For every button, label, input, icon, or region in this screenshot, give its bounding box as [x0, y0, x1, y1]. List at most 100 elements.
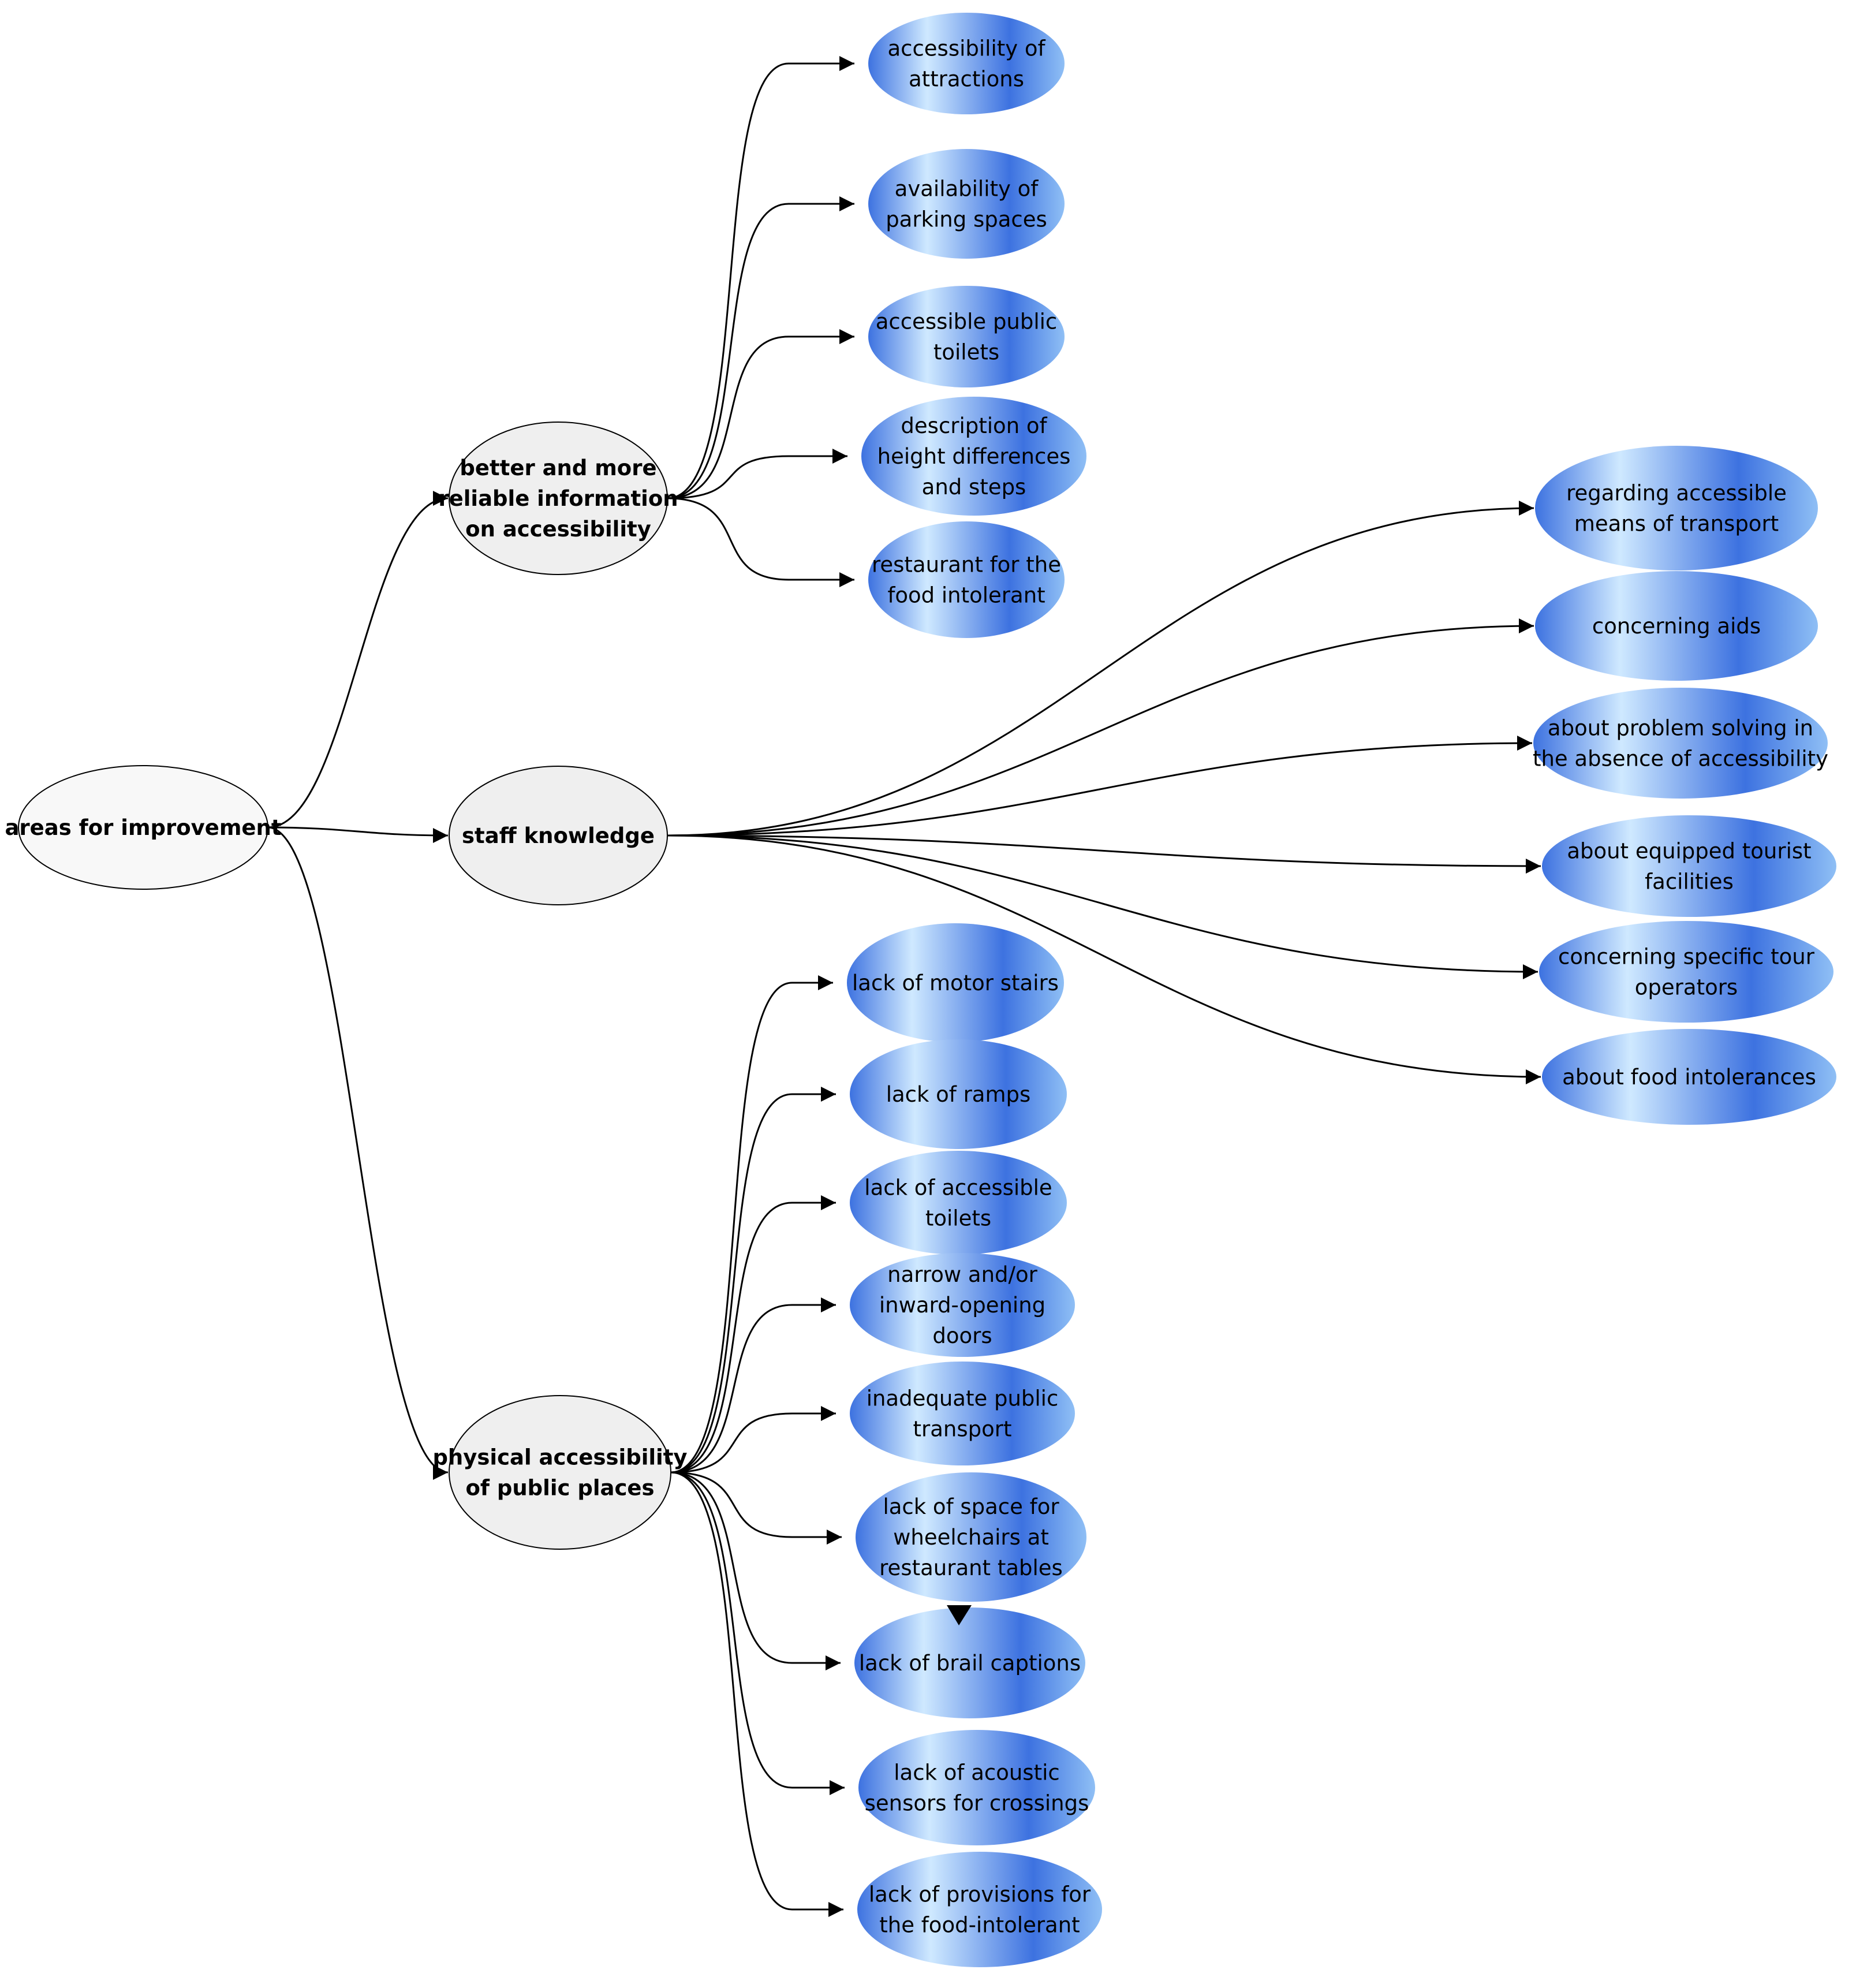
node-phys-2: lack of ramps: [850, 1039, 1067, 1149]
edge-staff-to-staff-1: [667, 501, 1534, 837]
node-label-line: accessible public: [876, 309, 1058, 334]
node-label-line: restaurant for the: [872, 553, 1061, 577]
edges-layer: [267, 56, 1541, 1917]
node-shape: [861, 397, 1086, 516]
node-staff-5: concerning specific tour operators: [1539, 921, 1833, 1023]
node-shape: [847, 923, 1064, 1042]
node-shape: [857, 1852, 1102, 1967]
node-phys-7: lack of brail captions: [854, 1607, 1085, 1718]
node-shape: [449, 1395, 671, 1550]
edge-info-to-info-5: [667, 497, 854, 587]
edge-info-to-info-2: [667, 196, 854, 499]
node-shape: [1535, 446, 1818, 570]
edge-staff-to-staff-2: [667, 618, 1534, 837]
edge-phys-to-phys-8: [670, 1471, 845, 1795]
node-label-line: availability of: [895, 177, 1039, 202]
node-label-line: about problem solving in: [1548, 716, 1813, 741]
nodes-layer: areas for improvement better and more reli…: [5, 13, 1836, 1967]
node-label-line: areas for improvement: [5, 815, 281, 840]
edge-root-to-phys: [267, 826, 449, 1480]
stray-arrowhead: [947, 1605, 972, 1625]
edge-staff-to-staff-3: [667, 736, 1533, 837]
node-label-line: facilities: [1645, 870, 1734, 894]
edge-phys-to-phys-2: [670, 1087, 836, 1474]
node-phys-3: lack of accessible toilets: [850, 1151, 1067, 1255]
edge-staff-to-staff-6: [667, 834, 1541, 1084]
node-shape: [854, 1607, 1085, 1718]
edge-info-to-info-3: [667, 329, 854, 499]
node-label-line: inadequate public: [867, 1386, 1059, 1411]
edge-phys-to-phys-3: [670, 1195, 836, 1474]
node-shape: [858, 1730, 1095, 1845]
node-shape: [868, 13, 1065, 114]
node-label-line: toilets: [925, 1206, 991, 1231]
node-shape: [868, 149, 1065, 259]
node-label-line: operators: [1635, 975, 1738, 1000]
node-label-line: lack of brail captions: [859, 1651, 1081, 1676]
node-shape: [1539, 921, 1833, 1023]
edge-info-to-info-1: [667, 56, 854, 499]
node-root: areas for improvement: [5, 765, 282, 890]
node-label-line: lack of space for: [883, 1494, 1059, 1519]
node-shape: [868, 286, 1065, 387]
edge-root-to-info: [267, 491, 449, 829]
node-phys-1: lack of motor stairs: [847, 923, 1064, 1042]
node-label-line: toilets: [933, 340, 999, 365]
node-label-line: lack of ramps: [886, 1082, 1031, 1107]
node-info: better and more reliable information on ac…: [438, 422, 678, 575]
node-label-line: lack of motor stairs: [852, 971, 1059, 995]
node-shape: [850, 1151, 1067, 1255]
node-label-line: parking spaces: [886, 207, 1047, 232]
node-label-line: of public places: [465, 1476, 654, 1501]
node-label-line: concerning specific tour: [1558, 945, 1815, 969]
node-shape: [850, 1362, 1075, 1465]
edge-phys-to-phys-6: [670, 1471, 842, 1545]
node-label-line: description of: [901, 413, 1047, 438]
node-info-5: restaurant for the food intolerant: [868, 521, 1065, 638]
node-info-2: availability of parking spaces: [868, 149, 1065, 259]
node-staff-2: concerning aids: [1535, 571, 1818, 681]
edge-phys-to-phys-5: [670, 1406, 836, 1474]
node-label-line: regarding accessible: [1566, 481, 1787, 506]
node-shape: [1535, 571, 1818, 681]
node-phys-8: lack of acoustic sensors for crossings: [858, 1730, 1095, 1845]
node-label-line: lack of acoustic: [894, 1761, 1059, 1785]
edge-phys-to-phys-1: [670, 975, 833, 1474]
node-phys-6: lack of space for wheelchairs at restauran…: [856, 1472, 1086, 1602]
node-label-line: attractions: [909, 67, 1024, 92]
node-label-line: wheelchairs at: [893, 1525, 1049, 1550]
node-label-line: and steps: [922, 475, 1026, 499]
node-shape: [449, 422, 668, 575]
node-label-line: sensors for crossings: [865, 1791, 1089, 1816]
edge-root-to-staff: [267, 826, 449, 843]
node-label-line: the food-intolerant: [879, 1913, 1080, 1938]
node-label-line: lack of accessible: [864, 1176, 1052, 1200]
node-label-line: restaurant tables: [879, 1556, 1063, 1580]
node-label-line: food intolerant: [887, 583, 1045, 608]
edge-staff-to-staff-5: [667, 834, 1538, 979]
node-label-line: on accessibility: [465, 517, 651, 542]
node-shape: [868, 521, 1065, 638]
node-label-line: narrow and/or: [887, 1262, 1037, 1287]
node-info-3: accessible public toilets: [868, 286, 1065, 387]
node-shape: [850, 1039, 1067, 1149]
edge-phys-to-phys-7: [670, 1471, 841, 1670]
node-shape: [1533, 688, 1828, 799]
node-label-line: inward-opening: [879, 1293, 1045, 1318]
node-label-line: reliable information: [438, 486, 678, 511]
edge-phys-to-phys-4: [670, 1297, 836, 1474]
edge-info-to-info-4: [667, 449, 847, 499]
edge-staff-to-staff-4: [667, 834, 1541, 874]
node-shape: [1542, 815, 1836, 917]
edge-phys-to-phys-9: [670, 1471, 843, 1917]
node-shape: [850, 1253, 1075, 1357]
node-staff: staff knowledge: [449, 766, 668, 905]
node-label-line: better and more: [460, 456, 656, 480]
node-label-line: transport: [913, 1417, 1012, 1442]
